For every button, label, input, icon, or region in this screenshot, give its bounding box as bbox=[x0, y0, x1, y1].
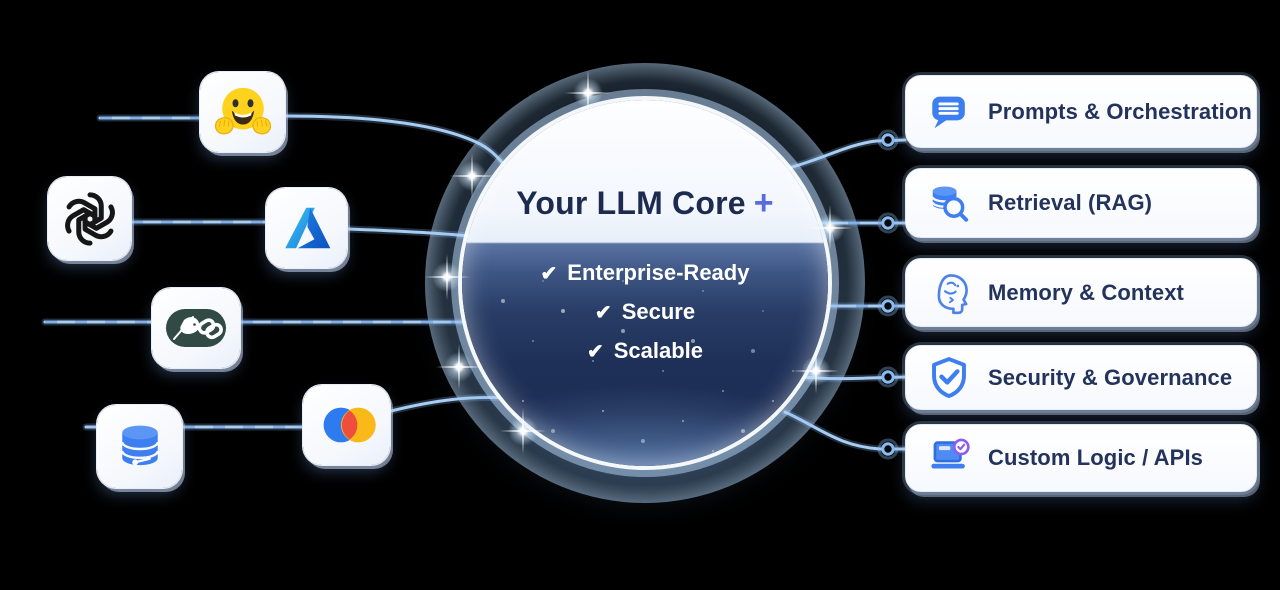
connector-node-rings bbox=[877, 129, 899, 460]
langchain-logo bbox=[166, 309, 226, 347]
tile-venn-circles bbox=[303, 385, 390, 465]
card-retrieval-rag: Retrieval (RAG) bbox=[905, 168, 1257, 238]
database-logo bbox=[120, 425, 159, 465]
openai-logo bbox=[64, 191, 115, 246]
feature-scalable: ✔ Scalable bbox=[587, 336, 703, 366]
venn-circles-logo bbox=[323, 407, 376, 443]
card-security-governance: Security & Governance bbox=[905, 345, 1257, 410]
core-title-text: Your LLM Core bbox=[516, 185, 746, 221]
database-search-icon bbox=[926, 180, 972, 226]
check-icon: ✔ bbox=[594, 301, 612, 324]
tile-azure bbox=[266, 188, 347, 268]
plus-sign: + bbox=[753, 184, 774, 222]
card-label: Security & Governance bbox=[988, 364, 1233, 390]
card-memory-context: Memory & Context bbox=[905, 258, 1257, 327]
card-custom-logic-apis: Custom Logic / APIs bbox=[905, 424, 1257, 492]
feature-label: Scalable bbox=[613, 338, 704, 363]
feature-secure: ✔ Secure bbox=[595, 297, 695, 327]
check-icon: ✔ bbox=[586, 340, 604, 363]
azure-logo bbox=[284, 207, 330, 249]
head-brain-icon bbox=[926, 270, 972, 316]
check-icon: ✔ bbox=[540, 262, 558, 285]
feature-label: Secure bbox=[621, 299, 696, 324]
laptop-check-icon bbox=[926, 435, 972, 481]
card-label: Prompts & Orchestration bbox=[988, 98, 1252, 124]
card-prompts-orchestration: Prompts & Orchestration bbox=[905, 75, 1257, 148]
chat-bubble-icon bbox=[926, 89, 972, 135]
tile-openai bbox=[48, 177, 131, 260]
hugging-face-logo bbox=[214, 87, 271, 135]
shield-check-icon bbox=[926, 355, 972, 401]
tile-langchain bbox=[152, 288, 240, 368]
core-title: Your LLM Core+ bbox=[462, 182, 828, 224]
tile-database bbox=[97, 405, 182, 488]
card-label: Retrieval (RAG) bbox=[988, 190, 1153, 215]
starfield bbox=[462, 100, 464, 102]
card-label: Custom Logic / APIs bbox=[988, 445, 1203, 470]
core-feature-list: ✔ Enterprise-Ready ✔ Secure ✔ Scalable bbox=[462, 258, 828, 366]
tile-hugging-face bbox=[200, 72, 285, 152]
feature-label: Enterprise-Ready bbox=[567, 260, 750, 285]
feature-enterprise-ready: ✔ Enterprise-Ready bbox=[541, 258, 750, 288]
llm-core-orb: Your LLM Core+ ✔ Enterprise-Ready ✔ Secu… bbox=[462, 100, 828, 466]
card-label: Memory & Context bbox=[988, 279, 1184, 305]
